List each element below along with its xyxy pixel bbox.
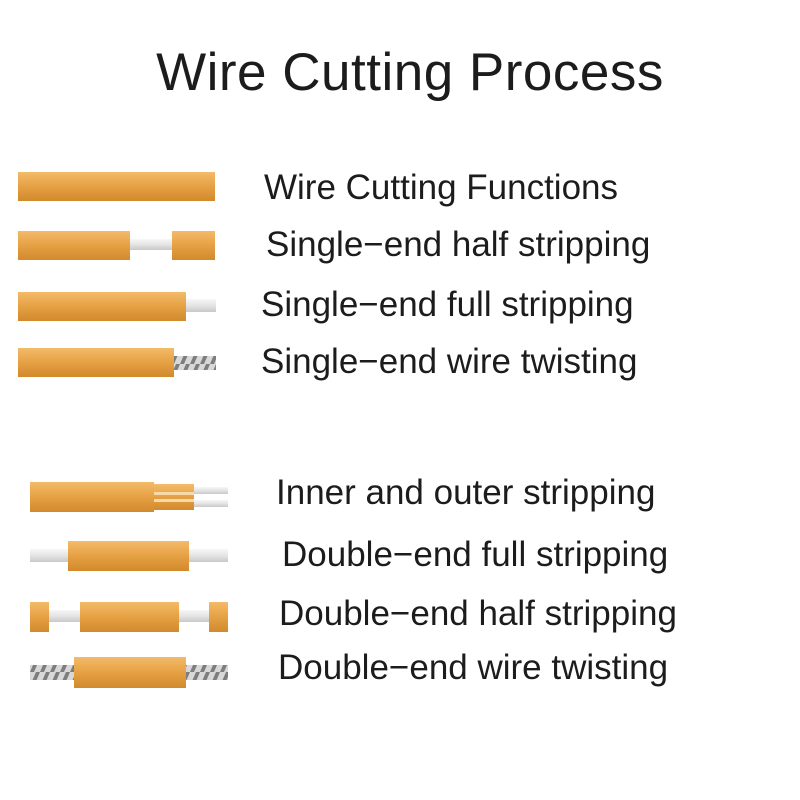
process-label-single-end-half: Single−end half stripping bbox=[266, 225, 651, 264]
process-label-single-end-twist: Single−end wire twisting bbox=[261, 342, 638, 381]
page-title: Wire Cutting Process bbox=[156, 43, 664, 102]
process-label-inner-outer: Inner and outer stripping bbox=[276, 473, 656, 512]
process-label-single-end-full: Single−end full stripping bbox=[261, 285, 634, 324]
process-label-double-end-half: Double−end half stripping bbox=[279, 594, 677, 633]
process-label-double-end-twist: Double−end wire twisting bbox=[278, 648, 669, 687]
process-label-wire-cutting: Wire Cutting Functions bbox=[264, 168, 619, 207]
process-label-double-end-full: Double−end full stripping bbox=[282, 535, 669, 574]
